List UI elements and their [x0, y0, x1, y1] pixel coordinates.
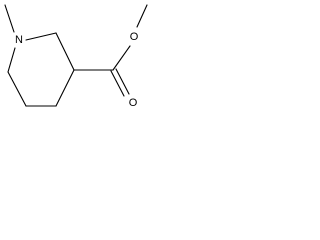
- bond-carbonyl-double-b: [115, 68, 130, 95]
- bond-c2-c3: [55, 32, 75, 71]
- molecule-structure: N O O: [4, 4, 148, 109]
- bond-n-methyl: [4, 4, 15, 33]
- bond-c5-c6: [7, 71, 27, 107]
- bond-c6-n: [7, 47, 16, 73]
- bond-n-c2: [25, 32, 57, 41]
- bond-c3-c4: [55, 69, 75, 107]
- bond-ether-oxygen-methyl: [136, 4, 148, 28]
- bond-carbonyl-carbon-ether-oxygen: [112, 45, 131, 71]
- ether-oxygen-atom-label: O: [130, 31, 139, 43]
- nitrogen-atom-label: N: [15, 34, 23, 46]
- carbonyl-oxygen-atom-label: O: [129, 97, 138, 109]
- bond-carbonyl-double-a: [110, 70, 125, 97]
